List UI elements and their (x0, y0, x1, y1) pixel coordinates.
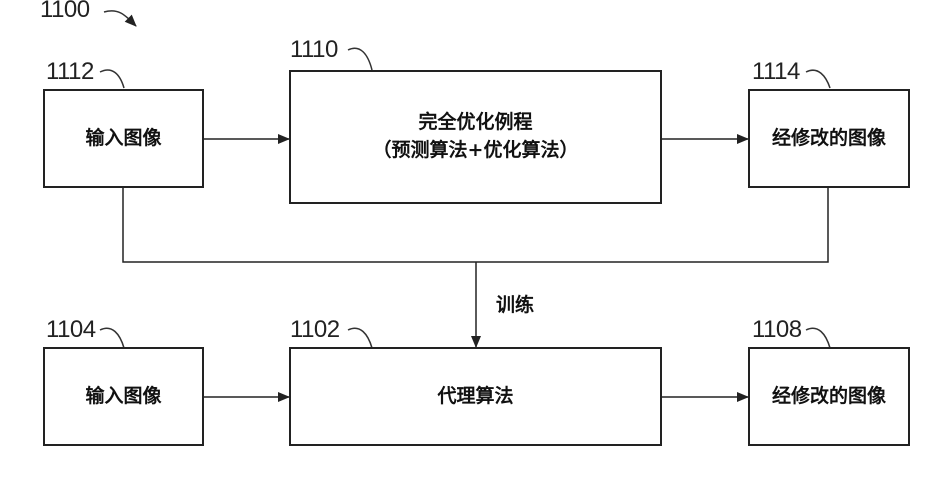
ref-leader-1104 (100, 328, 124, 348)
figure-ref: 1100 (40, 0, 90, 24)
input-image-label-bottom: 输入图像 (85, 383, 161, 411)
full-optimization-routine-box: 完全优化例程 （预测算法+优化算法） (289, 70, 662, 204)
modified-image-box-top: 经修改的图像 (748, 89, 910, 188)
training-label: 训练 (496, 290, 534, 317)
modified-image-label-bottom: 经修改的图像 (772, 383, 886, 411)
routine-subtitle: （预测算法+优化算法） (373, 137, 579, 165)
ref-leader-1110 (348, 48, 372, 70)
modified-image-box-bottom: 经修改的图像 (748, 347, 910, 446)
proxy-algorithm-box: 代理算法 (289, 347, 662, 446)
ref-1114: 1114 (752, 58, 800, 86)
ref-1102: 1102 (290, 316, 340, 344)
ref-1108: 1108 (752, 316, 802, 344)
ref-1112: 1112 (46, 58, 94, 86)
routine-title: 完全优化例程 (418, 109, 532, 137)
ref-1110: 1110 (290, 36, 338, 64)
ref-leader-1102 (348, 328, 372, 348)
ref-leader-1114 (806, 70, 830, 88)
input-image-label-top: 输入图像 (85, 125, 161, 153)
modified-image-label-top: 经修改的图像 (772, 125, 886, 153)
ref-1104: 1104 (46, 316, 96, 344)
figure-ref-leader (104, 11, 136, 26)
input-image-box-top: 输入图像 (43, 89, 204, 188)
ref-leader-1112 (100, 70, 124, 88)
ref-leader-1108 (806, 328, 830, 348)
input-image-box-bottom: 输入图像 (43, 347, 204, 446)
proxy-algorithm-label: 代理算法 (437, 383, 513, 411)
